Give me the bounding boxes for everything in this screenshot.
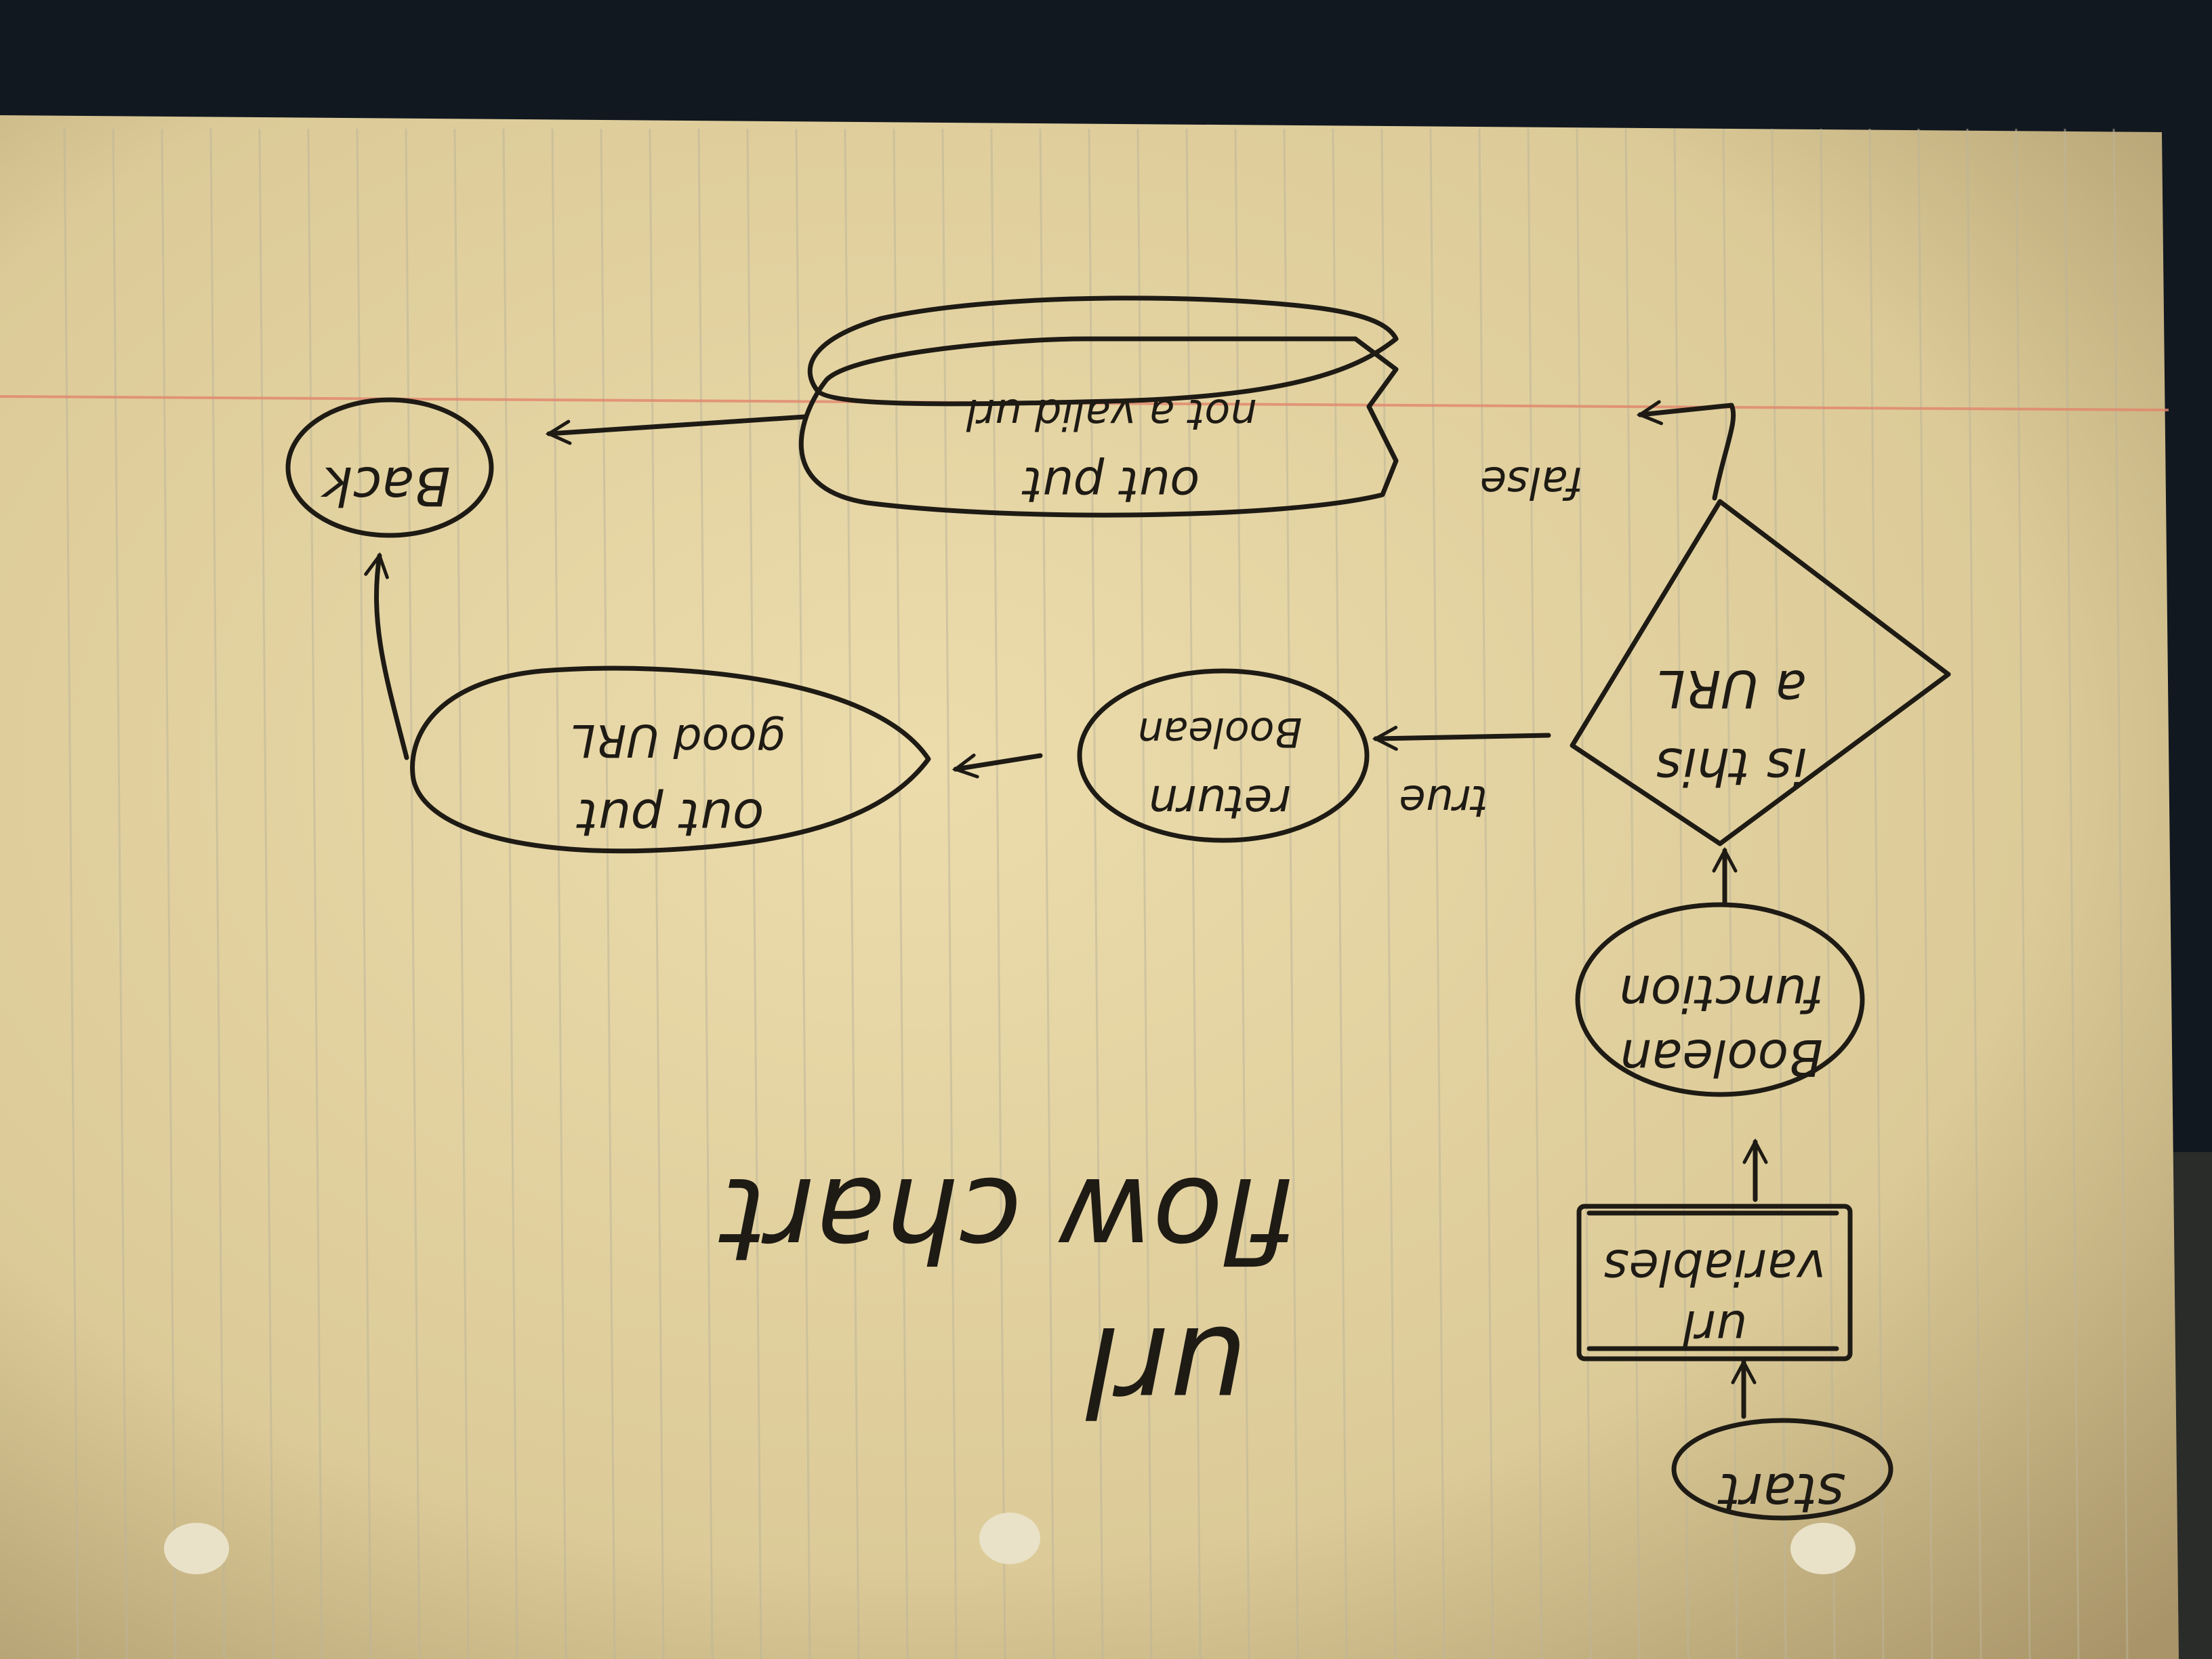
punch-hole (979, 1513, 1040, 1564)
labels: url flow chart start url variables Boole… (320, 390, 1845, 1524)
ruled-line (356, 128, 372, 1659)
arrow-decision-true (1372, 725, 1551, 751)
ruled-line (405, 128, 421, 1659)
ruled-line (697, 128, 714, 1659)
ruled-line (600, 128, 616, 1659)
output-bad-label-2: not a valid url (966, 390, 1256, 439)
ruled-line (844, 128, 860, 1659)
variables-node (1576, 1204, 1853, 1361)
function-node (1575, 902, 1865, 1097)
ruled-line (2064, 128, 2080, 1659)
ruled-line (1966, 128, 1982, 1659)
ruled-line (1136, 128, 1153, 1659)
return-label-1: return (1149, 775, 1292, 828)
ruled-lines (63, 128, 2129, 1659)
punch-hole (1790, 1523, 1856, 1574)
true-edge-label: true (1399, 775, 1488, 825)
return-label-2: Boolean (1138, 708, 1303, 756)
ruled-line (1478, 128, 1494, 1659)
ruled-line (1576, 128, 1592, 1659)
ruled-line (453, 128, 470, 1659)
ruled-line (893, 128, 909, 1659)
ruled-line (1820, 128, 1836, 1659)
output-good-node (410, 665, 931, 854)
ruled-line (1673, 128, 1689, 1659)
decision-node (1570, 499, 1951, 846)
punch-hole (164, 1523, 229, 1574)
flowchart (285, 295, 1951, 1521)
false-edge-label: false (1480, 457, 1583, 507)
ruled-line (209, 128, 226, 1659)
decision-label-1: is this (1656, 737, 1807, 797)
output-bad-shape (798, 336, 1399, 518)
ruled-line (2112, 128, 2129, 1659)
ruled-line (795, 128, 811, 1659)
back-node (285, 397, 494, 538)
ruled-line (2015, 128, 2031, 1659)
ruled-line (990, 128, 1006, 1659)
ruled-line (307, 128, 323, 1659)
ruled-line (1624, 128, 1641, 1659)
function-label-2: function (1619, 964, 1824, 1022)
output-good-label-2: good URL (571, 714, 785, 766)
ruled-line (63, 128, 79, 1659)
title-line2: flow chart (718, 1151, 1297, 1286)
ruled-line (649, 128, 665, 1659)
arrow-decision-false (1636, 400, 1736, 501)
ruled-line (746, 128, 762, 1659)
ruled-line (1332, 128, 1348, 1659)
arrow-return-to-output (951, 753, 1043, 779)
ruled-line (1234, 128, 1250, 1659)
ruled-line (502, 128, 518, 1659)
ruled-line (1771, 128, 1787, 1659)
ruled-line (1039, 128, 1055, 1659)
back-label: Back (320, 455, 450, 516)
ruled-line (1868, 128, 1885, 1659)
start-label: start (1717, 1461, 1845, 1524)
ruled-line (551, 128, 567, 1659)
ruled-line (161, 128, 177, 1659)
ruled-line (1917, 128, 1933, 1659)
function-label-1: Boolean (1620, 1028, 1823, 1086)
ruled-line (1088, 128, 1104, 1659)
variables-label-2: variables (1603, 1239, 1826, 1296)
ruled-line (112, 128, 128, 1659)
output-good-label-1: out put (575, 787, 764, 848)
ruled-line (941, 128, 958, 1659)
title-line1: url (1085, 1299, 1246, 1441)
ruled-line (1429, 128, 1446, 1659)
paper-sheet (0, 115, 2179, 1659)
decision-label-2: a URL (1656, 659, 1807, 719)
arrow-output-bad-to-back (545, 414, 808, 445)
ruled-line (1185, 128, 1202, 1659)
variables-label-1: url (1682, 1300, 1746, 1357)
return-boolean-node (1077, 668, 1370, 843)
output-bad-label-1: out put (1021, 456, 1200, 513)
arrow-output-good-to-back (364, 552, 409, 760)
ruled-line (1527, 128, 1543, 1659)
start-node (1671, 1418, 1893, 1521)
ruled-line (258, 128, 274, 1659)
output-bad-node (807, 295, 1399, 407)
ruled-line (1722, 128, 1738, 1659)
